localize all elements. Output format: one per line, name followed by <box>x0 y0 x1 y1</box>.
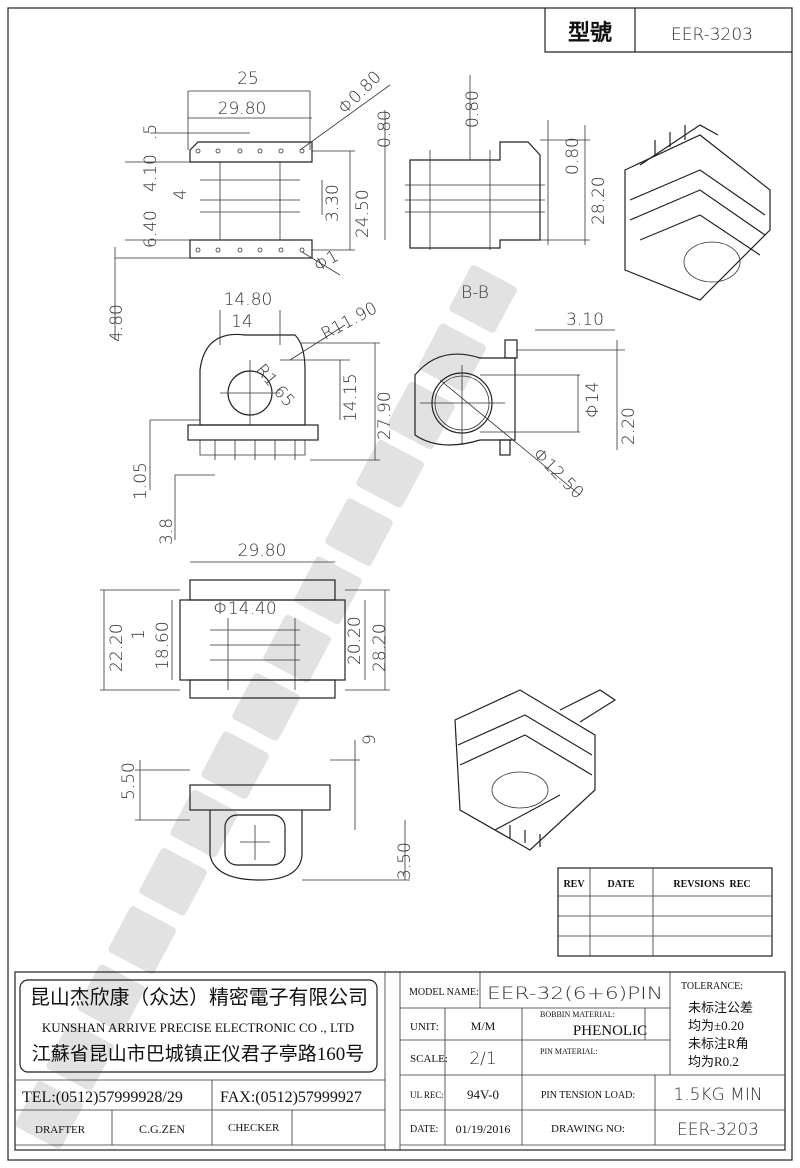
dim-label: 3.30 <box>323 184 343 222</box>
drawing-border <box>7 7 793 1161</box>
side-view: 0.80 0.80 0.80 28.20 B-B <box>375 75 609 303</box>
dim-label: 29.80 <box>238 541 287 561</box>
dim-label: 28.20 <box>370 623 390 672</box>
dim-label: 5.50 <box>119 762 139 800</box>
tolerance-line: 均为R0.2 <box>688 1054 739 1069</box>
company-address: 江蘇省昆山市巴城镇正仪君子亭路160号 <box>32 1043 365 1065</box>
scale-label: SCALE: <box>410 1053 448 1065</box>
dim-label: R11.90 <box>318 298 381 344</box>
dim-label: 18.60 <box>153 621 173 670</box>
unit-label: UNIT: <box>410 1021 439 1033</box>
bobbin-material-label: BOBBIN MATERIAL: <box>540 1010 615 1019</box>
scale-value: 2/1 <box>469 1049 496 1069</box>
dim-label: 4.10 <box>141 154 161 192</box>
pin-tension-label: PIN TENSION LOAD: <box>541 1090 635 1101</box>
dim-label: 3.50 <box>395 842 415 880</box>
dim-label: Φ12.50 <box>528 444 587 503</box>
front-view: 25 29.80 .5 4.10 4 6.40 3.30 24.50 Φ0.80… <box>107 67 391 342</box>
dim-label: 14.15 <box>341 373 361 422</box>
fax: FAX:(0512)57999927 <box>220 1089 362 1106</box>
rev-date-header: DATE <box>607 879 634 890</box>
date-value: 01/19/2016 <box>456 1122 511 1136</box>
dim-label: 29.80 <box>218 99 267 119</box>
dim-label: 4.80 <box>107 304 127 342</box>
rev-header: REV <box>563 879 585 890</box>
drafter-value: C.G.ZEN <box>139 1122 185 1136</box>
dim-label: 28.20 <box>589 176 609 225</box>
dim-label: 0.80 <box>463 90 483 128</box>
date-label: DATE: <box>410 1124 438 1135</box>
tolerance-line: 均为±0.20 <box>688 1018 744 1033</box>
title-block: 昆山杰欣康（众达）精密電子有限公司 KUNSHAN ARRIVE PRECISE… <box>14 971 786 1151</box>
dim-label: Φ14 <box>583 382 603 418</box>
dim-label: 2.20 <box>619 407 639 445</box>
header-label: 型號 <box>568 20 612 45</box>
dim-label: 0.80 <box>375 110 395 148</box>
dim-label: 14 <box>231 312 253 332</box>
dim-label: 1 <box>129 629 149 640</box>
tolerance-line: 未标注R角 <box>688 1036 749 1051</box>
model-name-label: MODEL NAME: <box>409 987 479 998</box>
rev-revisions-header: REVSIONS REC <box>673 879 750 890</box>
dim-label: 1.05 <box>131 462 151 500</box>
dim-label: 25 <box>237 69 259 89</box>
pin-tension-value: 1.5KG MIN <box>673 1085 762 1105</box>
tolerance-label: TOLERANCE: <box>681 981 743 992</box>
dim-label: 6.40 <box>141 210 161 248</box>
company-name-cn: 昆山杰欣康（众达）精密電子有限公司 <box>30 986 368 1009</box>
ul-label: UL REC: <box>410 1090 444 1100</box>
watermark <box>15 265 517 1149</box>
model-name-value: EER-32(6+6)PIN <box>487 984 663 1004</box>
pin-material-label: PIN MATERIAL: <box>540 1047 598 1056</box>
dim-label: 0.80 <box>563 137 583 175</box>
top-view: 29.80 Φ14.40 22.20 1 18.60 20.20 28.20 <box>100 541 390 699</box>
unit-value: M/M <box>471 1019 496 1033</box>
tel: TEL:(0512)57999928/29 <box>22 1089 183 1106</box>
header-model: EER-3203 <box>671 25 753 45</box>
dim-label: .5 <box>141 124 161 140</box>
company-name-en: KUNSHAN ARRIVE PRECISE ELECTRONIC CO ., … <box>42 1020 354 1035</box>
checker-label: CHECKER <box>228 1122 280 1134</box>
revision-table: REV DATE REVSIONS REC <box>557 867 773 957</box>
tolerance-line: 未标注公差 <box>688 1000 753 1015</box>
dim-label: 14.80 <box>224 290 273 310</box>
drafter-label: DRAFTER <box>35 1124 86 1136</box>
dim-label: Φ14.40 <box>213 599 276 619</box>
drawing-no-value: EER-3203 <box>677 1120 759 1140</box>
dim-label: 27.90 <box>375 391 395 440</box>
dim-label: 22.20 <box>107 623 127 672</box>
dim-label: R1.65 <box>251 360 298 411</box>
dim-label: 3.10 <box>566 310 604 330</box>
ul-value: 94V-0 <box>467 1087 499 1102</box>
bobbin-material-value: PHENOLIC <box>573 1023 647 1039</box>
isometric-view-top <box>624 124 771 301</box>
bottom-view: 5.50 9 3.50 <box>119 734 415 881</box>
model-header: 型號 EER-3203 <box>544 8 792 53</box>
drawing-no-label: DRAWING NO: <box>551 1123 625 1135</box>
dim-label: 20.20 <box>345 616 365 665</box>
dim-label: Φ1 <box>311 246 343 276</box>
dim-label: 4 <box>171 189 191 200</box>
section-label: B-B <box>461 283 489 303</box>
dim-label: 24.50 <box>353 189 373 238</box>
dim-label: 9 <box>360 734 380 745</box>
dim-label: 3.8 <box>157 518 177 545</box>
isometric-view-bottom <box>454 689 617 851</box>
